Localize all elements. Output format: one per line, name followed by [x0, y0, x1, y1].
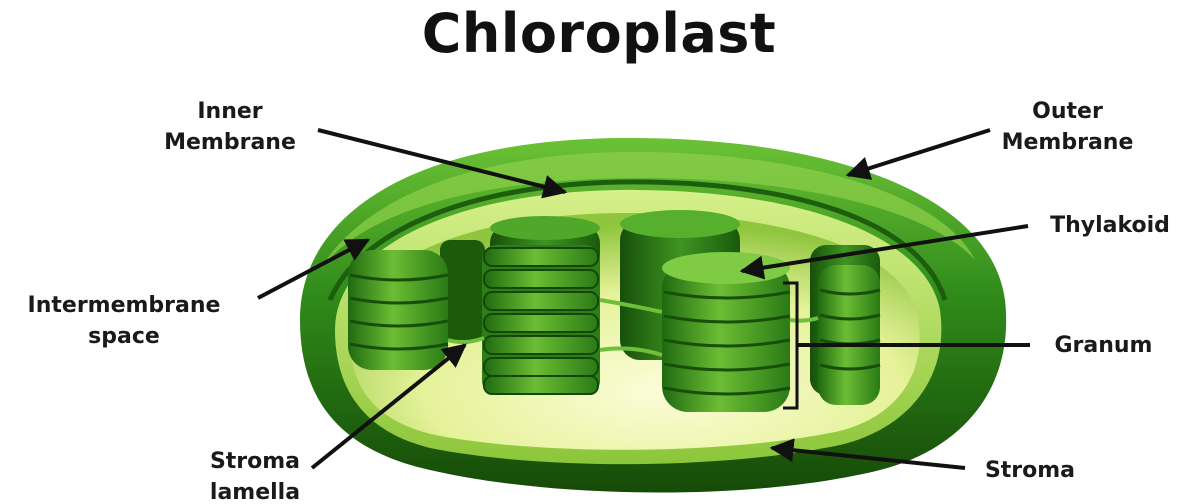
label-stroma-lamella: Stroma lamella: [195, 446, 315, 504]
label-stroma: Stroma: [970, 455, 1090, 486]
arrow-outer-membrane: [848, 130, 990, 175]
label-inner-membrane: Inner Membrane: [150, 96, 310, 158]
far-right-granum: [818, 265, 880, 405]
label-outer-membrane: Outer Membrane: [985, 96, 1150, 158]
right-granum: [662, 252, 790, 412]
middle-granum: [482, 245, 600, 395]
label-thylakoid: Thylakoid: [1030, 210, 1190, 241]
label-intermembrane-space: Intermembrane space: [4, 290, 244, 352]
label-granum: Granum: [1036, 330, 1171, 361]
left-granum: [348, 250, 448, 370]
